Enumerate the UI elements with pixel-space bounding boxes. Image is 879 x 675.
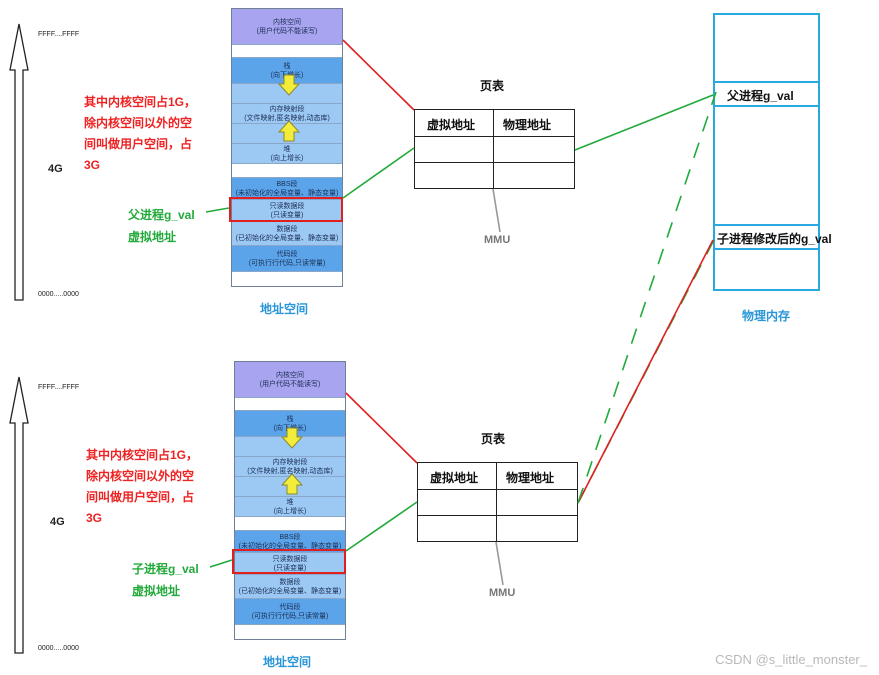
heap-segment: 堆(向上增长) — [232, 143, 342, 163]
physical-addr-header: 物理地址 — [506, 471, 555, 485]
code-segment: 代码段(可执行行代码,只读常量) — [235, 598, 345, 624]
rodata-segment: 只读数据段(只读变量) — [235, 552, 345, 574]
kernel-to-pagetable-line — [345, 392, 418, 464]
rodata-highlight — [232, 549, 346, 574]
child-new-mapping-line — [577, 239, 714, 504]
physical-memory-caption: 物理内存 — [742, 309, 791, 323]
parent-gval-cell: 父进程g_val — [713, 81, 820, 107]
gval-to-pagetable-line — [342, 147, 415, 199]
address-arrow-icon — [9, 376, 29, 654]
label-pointer-line — [205, 207, 230, 213]
low-address-label: 0000.....0000 — [38, 645, 79, 652]
code-segment: 代码段(可执行行代码,只读常量) — [232, 245, 342, 271]
physical-addr-header: 物理地址 — [503, 118, 552, 132]
up-arrow-icon — [278, 120, 300, 142]
child-shared-mapping-line — [577, 91, 717, 504]
address-space-caption: 地址空间 — [263, 655, 312, 669]
parent-mapping-line — [574, 94, 714, 151]
page-table: 虚拟地址 物理地址 — [414, 109, 575, 189]
down-arrow-icon — [281, 427, 303, 449]
kernel-segment: 内核空间(用户代码不能读写) — [232, 9, 342, 44]
rodata-highlight — [229, 197, 343, 222]
bss-segment: BBS段(未初始化的全局变量、静态变量) — [232, 177, 342, 199]
high-address-label: FFFF....FFFF — [38, 31, 80, 38]
virtual-addr-header: 虚拟地址 — [427, 118, 476, 132]
heap-segment: 堆(向上增长) — [235, 496, 345, 516]
mmap-segment: 内存映射段(文件映射,匿名映射,动态库) — [235, 456, 345, 476]
watermark: CSDN @s_little_monster_ — [715, 652, 867, 667]
kernel-segment: 内核空间(用户代码不能读写) — [235, 362, 345, 397]
bss-segment: BBS段(未初始化的全局变量、静态变量) — [235, 530, 345, 552]
parent-gval-label: 父进程g_val 虚拟地址 — [128, 208, 195, 244]
child-gval-label: 子进程g_val 虚拟地址 — [132, 562, 199, 598]
page-table: 虚拟地址 物理地址 — [417, 462, 578, 542]
mmu-pointer-line — [495, 541, 504, 586]
data-segment: 数据段(已初始化的全局变量、静态变量) — [235, 574, 345, 598]
mmap-segment: 内存映射段(文件映射,匿名映射,动态库) — [232, 103, 342, 123]
low-address-label: 0000.....0000 — [38, 291, 79, 298]
size-label: 4G — [50, 516, 65, 528]
rodata-segment: 只读数据段(只读变量) — [232, 199, 342, 221]
mmu-pointer-line — [492, 188, 501, 233]
high-address-label: FFFF....FFFF — [38, 384, 80, 391]
kernel-to-pagetable-line — [342, 39, 415, 111]
page-table-title: 页表 — [480, 79, 505, 93]
mmu-label: MMU — [489, 587, 516, 599]
down-arrow-icon — [278, 74, 300, 96]
child-gval-cell: 子进程修改后的g_val — [713, 224, 832, 250]
virtual-addr-header: 虚拟地址 — [430, 471, 479, 485]
physical-memory — [713, 13, 820, 291]
label-pointer-line — [209, 559, 233, 568]
size-label: 4G — [48, 163, 63, 175]
mmu-label: MMU — [484, 234, 511, 246]
address-space-caption: 地址空间 — [260, 302, 309, 316]
up-arrow-icon — [281, 473, 303, 495]
address-arrow-icon — [9, 23, 29, 301]
gval-to-pagetable-line — [345, 501, 418, 552]
page-table-title: 页表 — [481, 432, 506, 446]
